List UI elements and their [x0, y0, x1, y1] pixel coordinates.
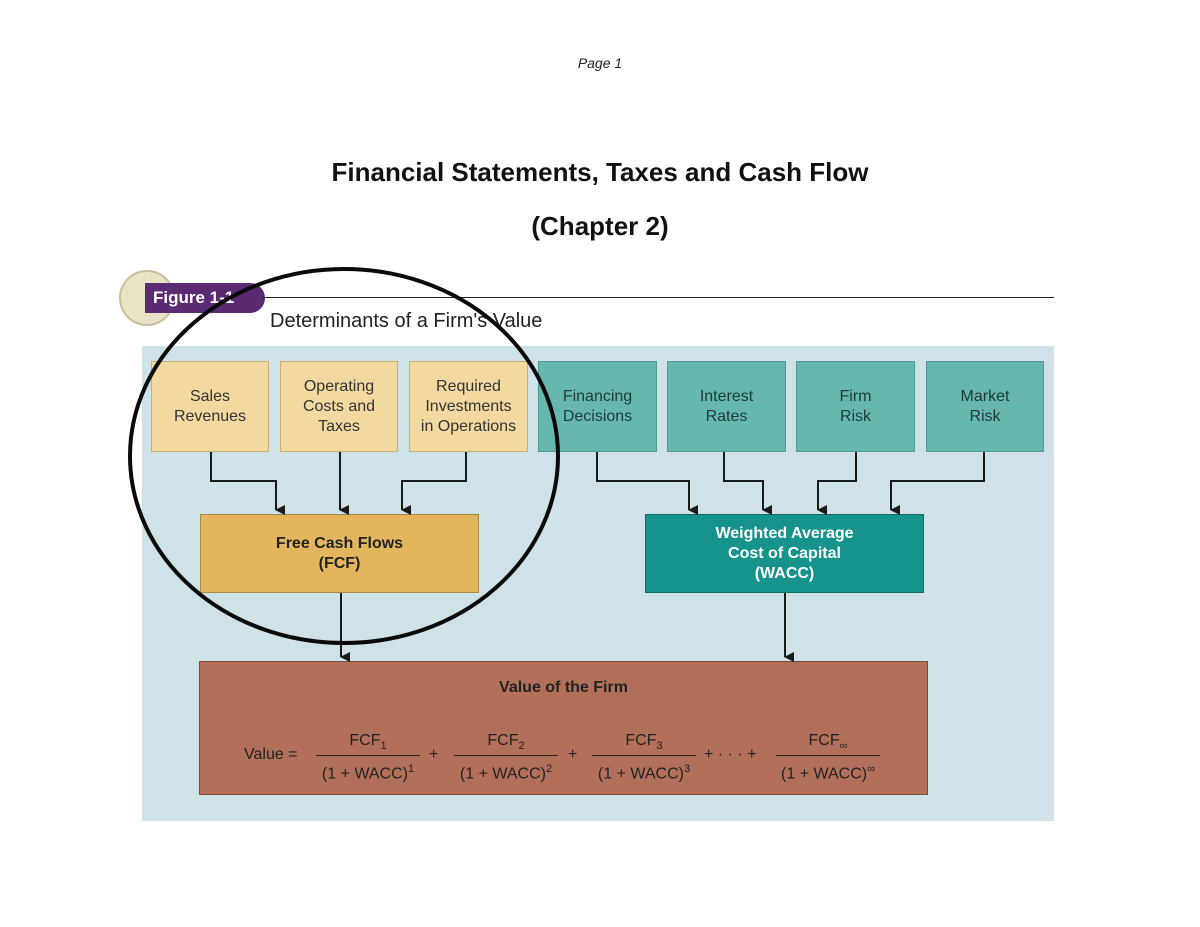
formula-denominator: (1 + WACC)3: [582, 763, 706, 783]
box-line: Taxes: [318, 417, 360, 435]
box-line: Firm: [839, 387, 872, 405]
fraction-bar: [776, 755, 880, 756]
box-line: Investments: [425, 397, 512, 415]
figure-badge-label: Figure 1-1: [145, 283, 265, 313]
numerator-subscript: 1: [380, 740, 387, 753]
formula-denominator: (1 + WACC)2: [444, 763, 568, 783]
formula-plus: +: [568, 746, 578, 763]
formula-denominator: (1 + WACC)∞: [766, 763, 890, 783]
numerator-subscript: ∞: [839, 740, 848, 753]
box-line: Required: [436, 377, 501, 395]
fraction-bar: [592, 755, 696, 756]
figure-rule: [262, 297, 1054, 298]
figure-caption: Determinants of a Firm's Value: [270, 310, 543, 332]
box-line: Financing: [562, 387, 633, 405]
denominator-superscript: 2: [545, 763, 553, 775]
denominator-text: (1 + WACC): [459, 765, 546, 783]
denominator-superscript: 3: [683, 763, 691, 775]
numerator-subscript: 3: [656, 740, 663, 753]
formula-numerator: FCF1: [316, 732, 420, 752]
fraction-bar: [454, 755, 558, 756]
arrow-firmrisk-to-wacc: [817, 452, 857, 515]
formula-denominator: (1 + WACC)1: [306, 763, 430, 783]
formula-lhs: Value =: [244, 746, 298, 763]
box-line: Cost of Capital: [728, 544, 841, 562]
box-line: (WACC): [754, 564, 815, 582]
formula-numerator: FCF2: [454, 732, 558, 752]
box-line: Risk: [839, 407, 872, 425]
box-line: Rates: [705, 407, 748, 425]
denominator-text: (1 + WACC): [321, 765, 408, 783]
denominator-text: (1 + WACC): [597, 765, 684, 783]
value-of-firm-title: Value of the Firm: [499, 679, 628, 696]
formula-numerator: FCF∞: [776, 732, 880, 752]
numerator-text: FCF: [625, 732, 657, 749]
arrow-sales-to-fcf: [210, 452, 285, 515]
denominator-superscript: 1: [407, 763, 415, 775]
box-line: in Operations: [420, 417, 517, 435]
denominator-superscript: ∞: [867, 763, 875, 775]
denominator-text: (1 + WACC): [781, 765, 868, 783]
document-title: Financial Statements, Taxes and Cash Flo…: [331, 157, 869, 187]
box-line: Decisions: [562, 407, 633, 425]
box-line: Operating: [303, 377, 375, 395]
formula-ellipsis: + · · · +: [704, 746, 757, 763]
numerator-text: FCF: [808, 732, 840, 749]
box-line: (FCF): [318, 554, 361, 572]
box-line: Weighted Average: [715, 524, 854, 542]
box-line: Risk: [969, 407, 1001, 425]
arrow-investments-to-fcf: [401, 452, 467, 515]
box-line: Revenues: [173, 407, 247, 425]
page-number-label: Page 1: [577, 55, 623, 71]
numerator-text: FCF: [487, 732, 519, 749]
box-line: Sales: [189, 387, 230, 405]
value-of-firm-box: Value of the Firm: [199, 661, 928, 795]
figure-badge: Figure 1-1: [119, 270, 269, 326]
box-line: Market: [960, 387, 1010, 405]
box-line: Free Cash Flows: [275, 534, 404, 552]
box-line: Costs and: [302, 397, 376, 415]
highlight-circle: [128, 267, 560, 645]
arrow-marketrisk-to-wacc: [890, 452, 985, 515]
numerator-subscript: 2: [518, 740, 525, 753]
formula-numerator: FCF3: [592, 732, 696, 752]
free-cash-flows-box: Free Cash Flows (FCF): [200, 514, 479, 593]
fraction-bar: [316, 755, 420, 756]
formula-plus: +: [429, 746, 439, 763]
arrow-interest-to-wacc: [723, 452, 772, 515]
arrow-financing-to-wacc: [596, 452, 698, 515]
document-subtitle: (Chapter 2): [531, 211, 669, 241]
box-line: Interest: [699, 387, 754, 405]
numerator-text: FCF: [349, 732, 381, 749]
